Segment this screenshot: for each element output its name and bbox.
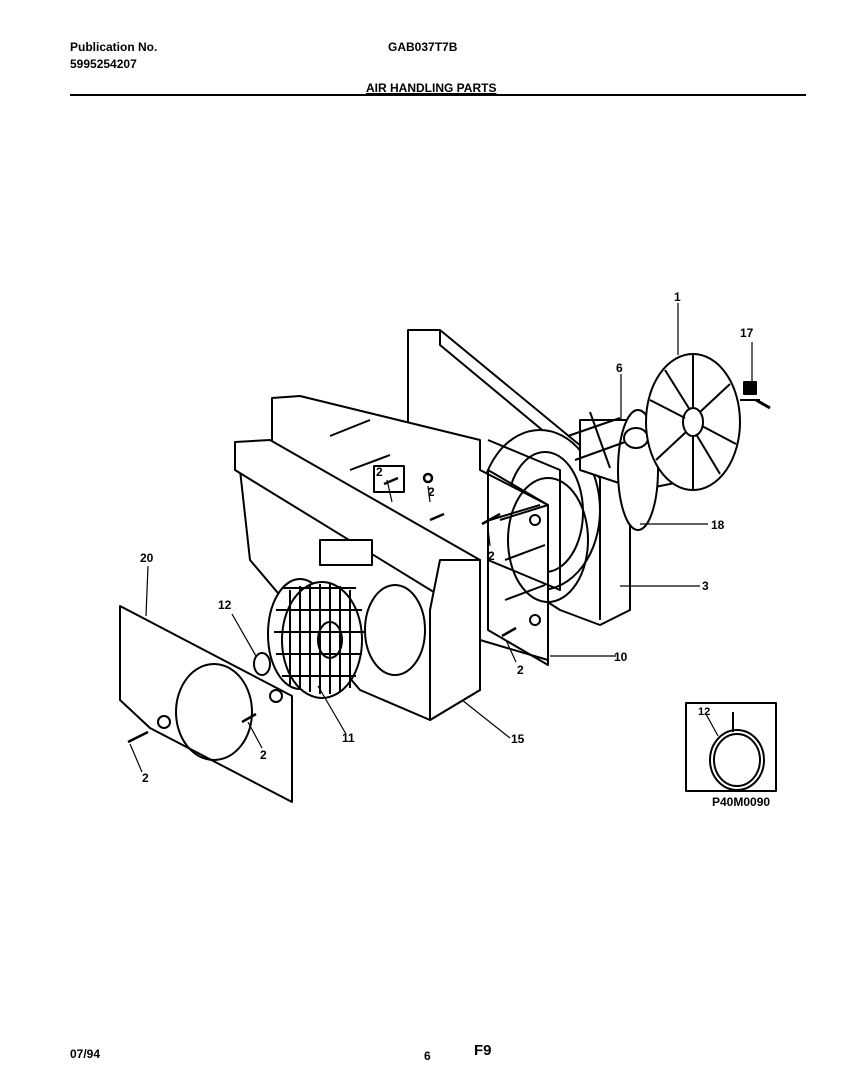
leader-lines <box>129 303 753 773</box>
inset-detail-box <box>685 702 777 792</box>
callout-3: 3 <box>702 579 709 593</box>
callout-6: 6 <box>616 361 623 375</box>
callout-2: 2 <box>488 549 495 563</box>
scroll-housing <box>234 395 589 721</box>
footer-figure: F9 <box>474 1042 492 1059</box>
clip-part <box>743 381 771 410</box>
orifice-plate <box>487 469 549 666</box>
header-rule <box>70 94 806 96</box>
callout-20: 20 <box>140 551 154 565</box>
callout-2: 2 <box>142 771 149 785</box>
callout-18: 18 <box>711 518 725 532</box>
screws <box>127 472 517 744</box>
footer-page-number: 6 <box>424 1049 431 1063</box>
callout-2: 2 <box>260 748 267 762</box>
callout-2: 2 <box>428 485 435 499</box>
publication-number: 5995254207 <box>70 57 137 71</box>
callout-10: 10 <box>614 650 628 664</box>
fan-blade <box>645 353 760 491</box>
ring-clamp <box>253 652 271 676</box>
callout-1: 1 <box>674 290 681 304</box>
callout-15: 15 <box>511 732 525 746</box>
section-title: AIR HANDLING PARTS <box>366 81 497 95</box>
blower-wheel <box>267 578 364 699</box>
inset-code: P40M0090 <box>712 795 770 809</box>
callout-2: 2 <box>517 663 524 677</box>
footer-date: 07/94 <box>70 1047 101 1061</box>
callout-17: 17 <box>740 326 754 340</box>
callout-12: 12 <box>218 598 232 612</box>
front-panel <box>119 605 293 803</box>
publication-label: Publication No. <box>70 40 158 54</box>
callout-11: 11 <box>342 731 355 745</box>
callout-2: 2 <box>376 465 383 479</box>
model-number: GAB037T7B <box>388 40 458 54</box>
inset-callout-12: 12 <box>698 706 710 718</box>
